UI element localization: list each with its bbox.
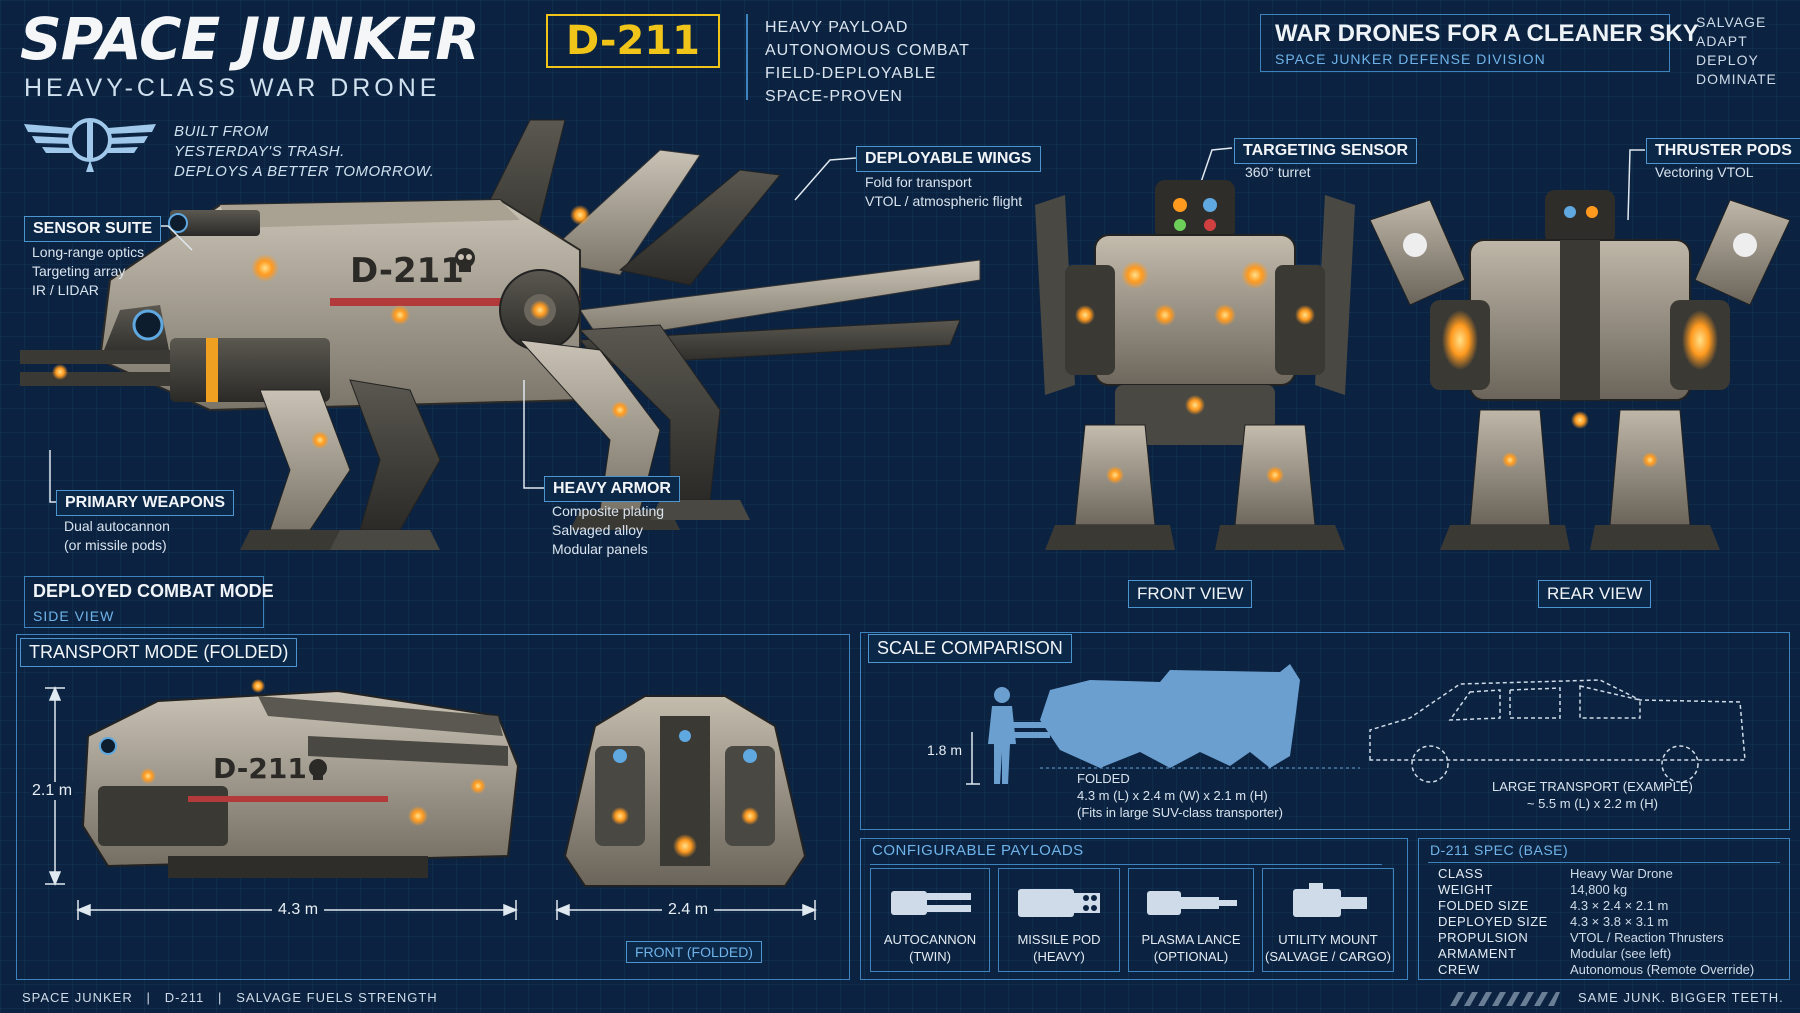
tagline-line: YESTERDAY'S TRASH. — [174, 143, 345, 160]
feature-item: AUTONOMOUS COMBAT — [765, 42, 970, 59]
spec-panel — [1418, 838, 1790, 980]
truck-size-notes: LARGE TRANSPORT (EXAMPLE)~ 5.5 m (L) x 2… — [1492, 779, 1693, 811]
skull-icon — [1403, 233, 1757, 257]
payload-missile-pod[interactable]: MISSILE POD(HEAVY) — [998, 868, 1120, 972]
utility-mount-icon — [1293, 883, 1367, 917]
callout-heavy-armor: HEAVY ARMOR — [544, 476, 680, 502]
footer-right: SAME JUNK. BIGGER TEETH. — [1578, 990, 1784, 1005]
tagline: BUILT FROM YESTERDAY'S TRASH. DEPLOYS A … — [174, 122, 434, 182]
missile-pod-icon — [1018, 889, 1100, 917]
transport-length-label: 4.3 m — [272, 901, 325, 919]
callout-weapons-notes: Dual autocannon(or missile pods) — [64, 518, 170, 553]
plasma-lance-icon — [1147, 891, 1237, 915]
callout-sensor-suite: SENSOR SUITE — [24, 216, 162, 242]
callout-thruster-notes: Vectoring VTOL — [1655, 164, 1754, 180]
feature-item: HEAVY PAYLOAD — [765, 19, 909, 36]
skull-icon — [455, 248, 475, 272]
hull-marking: D-211 — [350, 251, 464, 291]
slogan-box: WAR DRONES FOR A CLEANER SKY SPACE JUNKE… — [1260, 14, 1699, 72]
brand-subtitle: HEAVY-CLASS WAR DRONE — [24, 74, 441, 102]
transport-width-label: 2.4 m — [662, 901, 715, 919]
deployed-mode-label: DEPLOYED COMBAT MODE SIDE VIEW — [24, 576, 274, 628]
motto-item: DOMINATE — [1696, 71, 1777, 87]
motto-item: DEPLOY — [1696, 52, 1759, 68]
drone-side-view-illustration: D-211 — [20, 119, 981, 550]
callout-targeting-sensor: TARGETING SENSOR — [1234, 138, 1418, 164]
brand-title: SPACE JUNKER — [20, 5, 480, 73]
feature-item: SPACE-PROVEN — [765, 88, 903, 105]
motto-item: ADAPT — [1696, 33, 1748, 49]
folded-hull-marking: D-211 — [213, 752, 307, 785]
payload-plasma-lance[interactable]: PLASMA LANCE(OPTIONAL) — [1128, 868, 1254, 972]
payloads-title-rule — [870, 864, 1382, 865]
callout-targeting-notes: 360° turret — [1245, 164, 1311, 180]
rear-view-label: REAR VIEW — [1538, 580, 1652, 608]
spec-title: D-211 SPEC (BASE) — [1430, 842, 1569, 858]
slogan-title: WAR DRONES FOR A CLEANER SKY — [1275, 20, 1699, 47]
tagline-line: DEPLOYS A BETTER TOMORROW. — [174, 163, 435, 180]
skull-icon — [309, 759, 327, 780]
motto-list: SALVAGE ADAPT DEPLOY DOMINATE — [1696, 13, 1777, 89]
slogan-subtitle: SPACE JUNKER DEFENSE DIVISION — [1275, 51, 1546, 67]
spec-title-rule — [1428, 862, 1780, 863]
transport-height-label: 2.1 m — [30, 782, 75, 800]
hazard-stripes-icon — [1450, 992, 1560, 1006]
tagline-line: BUILT FROM — [174, 123, 269, 140]
front-view-label: FRONT VIEW — [1128, 580, 1253, 608]
autocannon-icon — [891, 891, 971, 915]
callout-primary-weapons: PRIMARY WEAPONS — [56, 490, 235, 516]
transport-truck-outline — [1369, 679, 1746, 783]
transport-dimension-lines — [45, 686, 817, 920]
payloads-panel — [860, 838, 1408, 980]
feature-item: FIELD-DEPLOYABLE — [765, 65, 937, 82]
scale-comparison-panel — [860, 632, 1790, 830]
callout-deployable-wings: DEPLOYABLE WINGS — [856, 146, 1041, 172]
scale-comparison-illustration — [966, 664, 1746, 785]
callout-thruster-pods: THRUSTER PODS — [1646, 138, 1800, 164]
wing-emblem-icon — [24, 118, 156, 172]
drone-front-view-illustration — [1035, 180, 1355, 550]
drone-rear-view-illustration — [1370, 190, 1790, 550]
human-height-label: 1.8 m — [927, 742, 963, 758]
drone-folded-front-illustration — [563, 695, 807, 887]
payload-autocannon[interactable]: AUTOCANNON(TWIN) — [870, 868, 990, 972]
payload-utility-mount[interactable]: UTILITY MOUNT(SALVAGE / CARGO) — [1262, 868, 1394, 972]
transport-mode-panel — [16, 634, 850, 980]
motto-item: SALVAGE — [1696, 14, 1767, 30]
footer-left: SPACE JUNKER | D-211 | SALVAGE FUELS STR… — [22, 990, 438, 1005]
front-folded-label: FRONT (FOLDED) — [626, 941, 762, 963]
transport-mode-title: TRANSPORT MODE (FOLDED) — [20, 638, 298, 667]
model-badge: D-211 — [546, 14, 720, 68]
scale-comparison-title: SCALE COMPARISON — [868, 634, 1072, 663]
feature-list: HEAVY PAYLOAD AUTONOMOUS COMBAT FIELD-DE… — [765, 16, 970, 108]
payloads-title: CONFIGURABLE PAYLOADS — [872, 842, 1084, 859]
header-divider — [746, 14, 748, 100]
drone-folded-side-illustration: D-211 — [81, 679, 520, 878]
